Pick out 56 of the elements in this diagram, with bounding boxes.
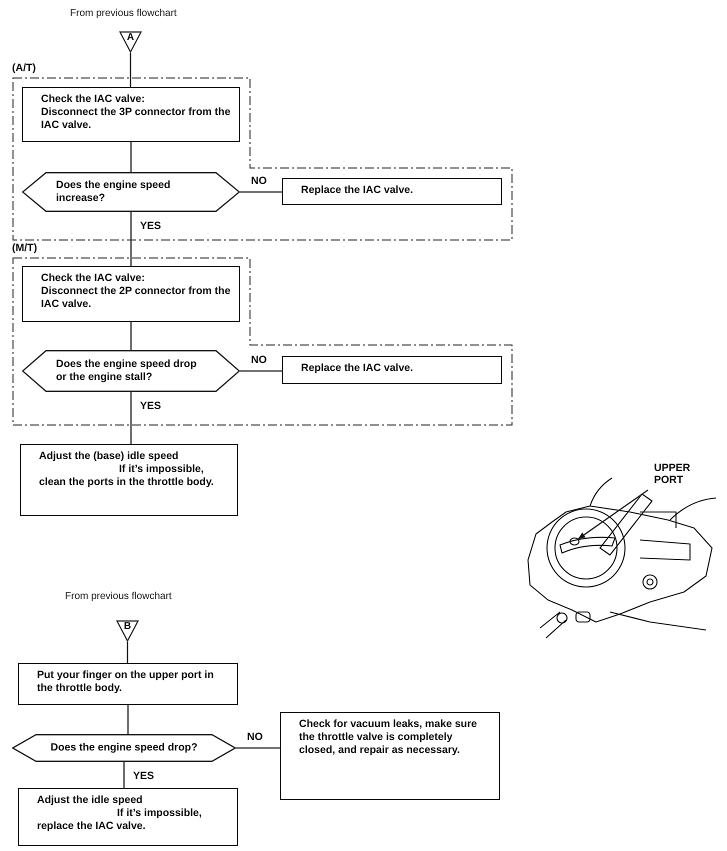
upper-port: [569, 537, 580, 546]
decision-shape: [22, 172, 240, 212]
connector-line: [127, 705, 129, 734]
step-text: If it’s impossible, replace the IAC valve.: [37, 807, 203, 833]
edge-label: YES: [139, 220, 162, 232]
step-text: Replace the IAC valve.: [301, 362, 414, 375]
connector-line: [240, 191, 282, 193]
connector-line: [236, 747, 280, 749]
connector-line: [130, 322, 132, 350]
step-heading: Check the IAC valve:: [41, 272, 146, 285]
connector-line: [123, 762, 125, 788]
question-text: Does the engine speed drop or the engine stall?: [56, 358, 198, 384]
connector-line: [130, 212, 132, 266]
edge-label: NO: [246, 731, 264, 743]
connector-line: [130, 392, 132, 444]
step-heading: Adjust the (base) idle speed: [39, 450, 180, 463]
group-frame: [12, 62, 513, 241]
off-page-connector: [119, 31, 142, 53]
node-label: From previous flowchart: [65, 591, 172, 602]
step-heading: Check the IAC valve:: [41, 93, 146, 106]
process-box: [282, 356, 502, 384]
group-frame: [12, 242, 513, 426]
off-page-connector: [116, 620, 139, 642]
process-box: [22, 87, 240, 142]
step-heading: Adjust the idle speed: [37, 794, 144, 807]
question-text: Does the engine speed increase?: [56, 179, 172, 205]
connector-line: [130, 142, 132, 172]
step-text: Disconnect the 2P connector from the IAC valve.: [41, 285, 231, 311]
process-box: [18, 788, 238, 846]
process-box: [22, 266, 240, 322]
connector-line: [240, 370, 282, 372]
group-title: (M/T): [12, 242, 38, 254]
decision-shape: [12, 734, 236, 762]
step-text: Put your finger on the upper port in the throttle body.: [37, 669, 215, 695]
part-label: UPPER PORT: [654, 462, 704, 490]
group-title: (A/T): [12, 62, 36, 74]
node-label: From previous flowchart: [70, 8, 177, 19]
connector-line: [130, 53, 132, 87]
connector-letter: B: [122, 621, 132, 632]
connector-letter: A: [126, 32, 136, 43]
decision-shape: [22, 350, 240, 392]
edge-label: YES: [139, 400, 162, 412]
process-box: [20, 444, 238, 516]
leader-line: [578, 489, 648, 540]
edge-label: NO: [250, 354, 268, 366]
process-box: [280, 712, 500, 800]
step-text: If it’s impossible, clean the ports in the throttle body.: [39, 463, 215, 489]
process-box: [18, 663, 238, 705]
step-text: Disconnect the 3P connector from the IAC valve.: [41, 106, 231, 132]
step-text: Replace the IAC valve.: [301, 184, 414, 197]
process-box: [282, 178, 502, 205]
edge-label: NO: [250, 175, 268, 187]
connector-line: [126, 642, 128, 663]
question-text: Does the engine speed drop?: [49, 742, 199, 754]
step-text: Check for vacuum leaks, make sure the throttle valve is completely closed, and repair as necessary.: [299, 718, 478, 757]
edge-label: YES: [132, 770, 156, 782]
